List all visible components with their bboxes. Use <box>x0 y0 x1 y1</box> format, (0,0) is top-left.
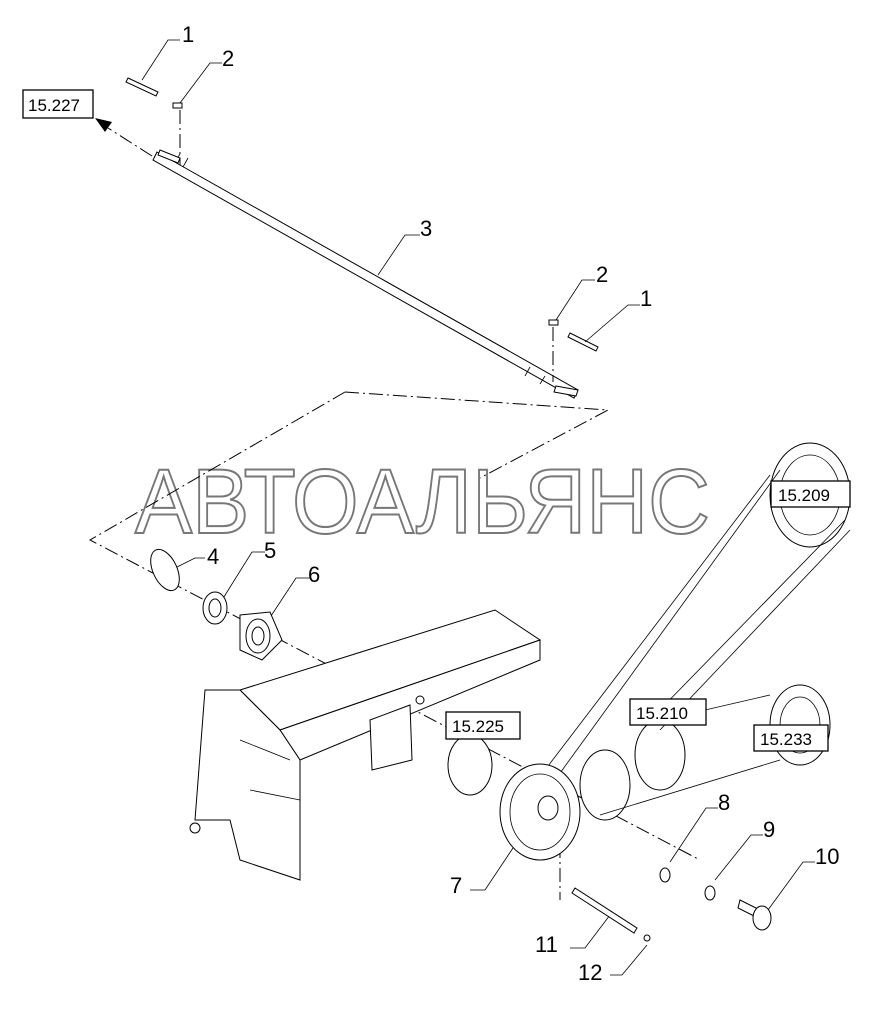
key-part-1 <box>567 332 599 352</box>
washer-part-9 <box>704 885 716 901</box>
snap-ring-part-4 <box>150 548 180 592</box>
callout-9: 9 <box>763 817 775 842</box>
arrow-icon <box>95 118 112 132</box>
callout-1: 1 <box>640 286 652 311</box>
bearing-part-5 <box>202 591 228 625</box>
callout-8: 8 <box>718 790 730 815</box>
frame <box>189 609 542 881</box>
watermark: АВТОАЛЬЯНС <box>135 451 710 553</box>
callout-2: 2 <box>596 262 608 287</box>
callout-2: 2 <box>222 46 234 71</box>
key-part-2 <box>548 319 559 326</box>
flange-part-6 <box>239 611 283 661</box>
callout-12: 12 <box>578 960 602 985</box>
key-part-1 <box>125 77 159 97</box>
shaft-part-3 <box>152 149 579 399</box>
ref-15-227: 15.227 <box>28 96 80 115</box>
callout-10: 10 <box>815 844 839 869</box>
callout-1: 1 <box>182 22 194 47</box>
callout-7: 7 <box>450 873 462 898</box>
pin-part-11 <box>571 887 638 934</box>
ref-15-233: 15.233 <box>760 730 812 749</box>
callout-3: 3 <box>420 216 432 241</box>
callout-11: 11 <box>535 932 558 957</box>
cotter-part-12 <box>643 934 651 942</box>
bolt-part-10 <box>737 899 772 931</box>
ref-15-210: 15.210 <box>636 704 688 723</box>
ref-15-225: 15.225 <box>452 717 504 736</box>
callout-5: 5 <box>264 538 276 563</box>
washer-part-8 <box>659 867 671 883</box>
key-part-2 <box>172 102 183 109</box>
callout-6: 6 <box>308 562 320 587</box>
ref-15-209: 15.209 <box>778 486 830 505</box>
callout-4: 4 <box>207 544 219 569</box>
